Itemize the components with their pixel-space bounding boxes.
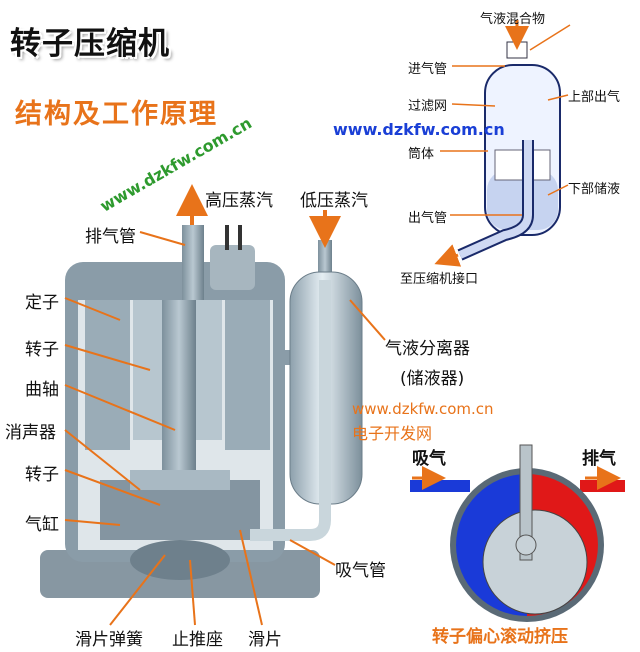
label-mixture: 气液混合物 (480, 12, 546, 27)
label-thrust-seat: 止推座 (172, 630, 223, 650)
label-suction-pipe: 吸气管 (335, 561, 386, 581)
label-cylinder: 气缸 (25, 515, 59, 535)
watermark-blue: www.dzkfw.com.cn (333, 120, 505, 139)
label-exhaust-pipe: 排气管 (85, 227, 136, 247)
leader-lines (64, 231, 386, 626)
label-upper-outlet: 上部出气 (568, 90, 621, 105)
watermark-mid: www.dzkfw.com.cn (352, 400, 494, 418)
label-vane: 滑片 (248, 630, 282, 650)
page-title: 转子压缩机 (10, 26, 170, 62)
label-rotor-pump: 转子 (25, 465, 59, 485)
label-muffler: 消声器 (5, 423, 56, 443)
label-accumulator: (储液器) (400, 369, 465, 389)
label-outlet: 出气管 (408, 211, 448, 226)
label-suction: 吸气 (412, 449, 446, 469)
label-stator: 定子 (25, 293, 59, 313)
label-inlet: 进气管 (408, 62, 448, 77)
label-lower-storage: 下部储液 (568, 182, 621, 197)
rotor-caption: 转子偏心滚动挤压 (432, 627, 568, 647)
compressor-body (40, 225, 320, 598)
label-rotor-motor: 转子 (25, 340, 59, 360)
label-separator: 气液分离器 (385, 339, 470, 359)
separator-diagram (434, 20, 571, 267)
label-to-compressor: 至压缩机接口 (400, 272, 479, 287)
rotor-diagram (410, 444, 625, 622)
label-low-pressure: 低压蒸汽 (300, 191, 368, 211)
watermark-mid-cn: 电子开发网 (352, 424, 433, 443)
label-discharge: 排气 (582, 449, 616, 469)
label-shell: 筒体 (408, 147, 435, 162)
label-high-pressure: 高压蒸汽 (205, 191, 273, 211)
page-subtitle: 结构及工作原理 (15, 99, 218, 130)
label-filter: 过滤网 (408, 99, 448, 114)
label-vane-spring: 滑片弹簧 (75, 630, 143, 650)
accumulator-tank (250, 240, 363, 541)
label-crankshaft: 曲轴 (25, 380, 59, 400)
